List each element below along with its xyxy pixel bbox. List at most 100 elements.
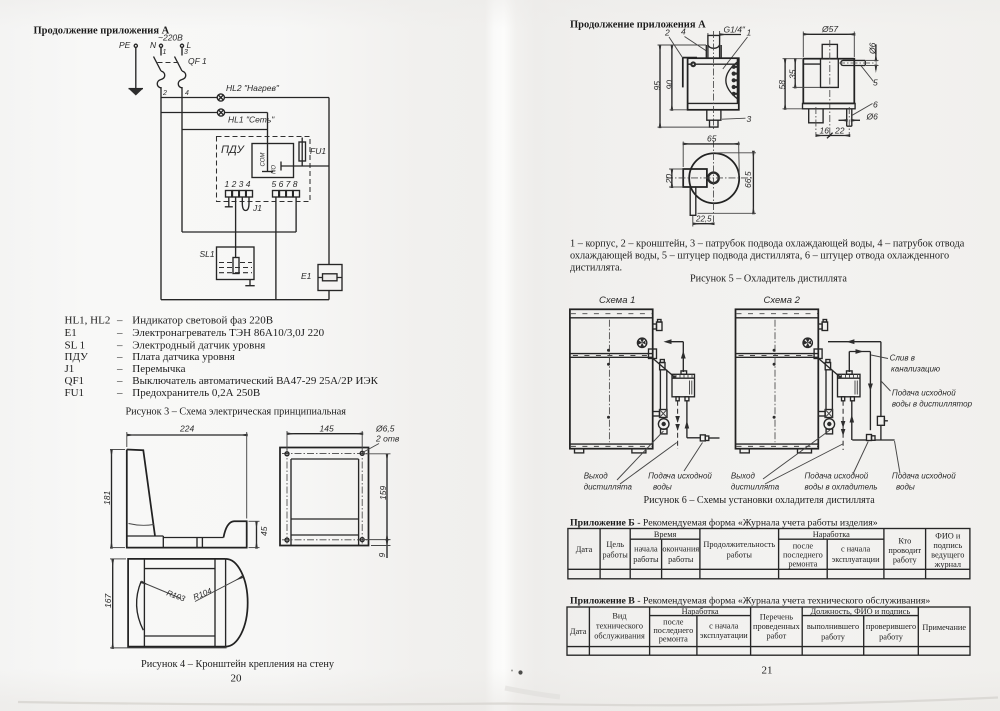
- svg-text:канализацию: канализацию: [891, 365, 940, 374]
- svg-text:технического: технического: [596, 622, 643, 631]
- svg-text:R104: R104: [192, 586, 214, 602]
- svg-text:окончания: окончания: [662, 545, 699, 554]
- svg-text:Продолжение приложения А: Продолжение приложения А: [34, 26, 170, 37]
- svg-text:1 – корпус, 2 – кронштейн, 3 –: 1 – корпус, 2 – кронштейн, 3 – патрубок …: [570, 239, 965, 250]
- svg-text:E1: E1: [301, 271, 312, 281]
- svg-text:работы: работы: [668, 555, 694, 564]
- svg-text:Наработка: Наработка: [813, 530, 850, 539]
- svg-text:проведенных: проведенных: [753, 622, 801, 631]
- svg-text:после: после: [793, 542, 814, 551]
- svg-text:Выход: Выход: [584, 472, 609, 481]
- svg-text:Рисунок 4 – Кронштейн креплени: Рисунок 4 – Кронштейн крепления на стену: [141, 659, 335, 670]
- svg-text:90: 90: [665, 80, 675, 90]
- svg-text:Приложение Б - Рекомендуемая ф: Приложение Б - Рекомендуемая форма «Журн…: [570, 518, 878, 529]
- svg-text:ремонта: ремонта: [659, 635, 688, 644]
- svg-text:9: 9: [377, 553, 387, 558]
- svg-text:работу: работу: [879, 633, 904, 642]
- svg-text:HL1 "Сеть": HL1 "Сеть": [228, 115, 275, 125]
- svg-text:Кто: Кто: [898, 537, 911, 546]
- svg-text:SL 1: SL 1: [65, 339, 86, 351]
- svg-text:2 отв: 2 отв: [375, 434, 400, 444]
- svg-text:–: –: [116, 314, 123, 326]
- svg-text:224: 224: [179, 424, 194, 434]
- svg-text:1: 1: [747, 28, 752, 38]
- svg-text:проводит: проводит: [888, 546, 921, 555]
- svg-text:NO: NO: [272, 165, 278, 174]
- svg-text:Дата: Дата: [576, 545, 593, 554]
- svg-text:Наработка: Наработка: [682, 607, 719, 616]
- svg-text:PE: PE: [119, 40, 131, 50]
- svg-text:Рисунок 3 – Схема электрическа: Рисунок 3 – Схема электрическая принципи…: [126, 407, 347, 418]
- svg-text:FU1: FU1: [310, 146, 326, 156]
- svg-text:~220В: ~220В: [158, 33, 183, 43]
- svg-text:3: 3: [184, 49, 188, 56]
- svg-text:ФИО и: ФИО и: [935, 532, 961, 541]
- svg-text:HL2 "Нагрев": HL2 "Нагрев": [226, 83, 280, 93]
- svg-text:Схема 2: Схема 2: [764, 295, 801, 306]
- svg-text:159: 159: [378, 486, 388, 500]
- svg-text:Ø6,5: Ø6,5: [375, 424, 395, 434]
- svg-text:16: 16: [820, 126, 830, 136]
- svg-text:66,5: 66,5: [743, 171, 753, 188]
- svg-text:начала: начала: [634, 545, 658, 554]
- svg-text:ПДУ: ПДУ: [65, 351, 89, 363]
- svg-text:4: 4: [681, 27, 686, 37]
- svg-text:Ø57: Ø57: [821, 24, 838, 34]
- svg-text:журнал: журнал: [934, 560, 961, 569]
- svg-text:Предохранитель 0,2А 250В: Предохранитель 0,2А 250В: [132, 387, 260, 399]
- svg-text:Выключатель автоматический ВА4: Выключатель автоматический ВА47-29 25А/2…: [132, 375, 378, 387]
- svg-text:G1/4": G1/4": [724, 25, 746, 35]
- svg-text:работы: работы: [727, 551, 753, 560]
- svg-text:Схема 1: Схема 1: [599, 295, 635, 306]
- svg-text:Продолжительность: Продолжительность: [703, 540, 775, 549]
- svg-text:R103: R103: [165, 588, 187, 603]
- svg-text:воды в дистиллятор: воды в дистиллятор: [892, 400, 973, 409]
- svg-text:3: 3: [747, 114, 752, 124]
- svg-text:20: 20: [664, 174, 674, 185]
- svg-text:Рисунок 5 – Охладитель дистилл: Рисунок 5 – Охладитель дистиллята: [690, 274, 847, 285]
- svg-text:воды: воды: [653, 483, 672, 492]
- svg-text:работы: работы: [633, 555, 659, 564]
- svg-text:SL1: SL1: [200, 249, 215, 259]
- svg-text:J1: J1: [65, 363, 75, 375]
- svg-text:ведущего: ведущего: [931, 551, 964, 560]
- svg-text:работу: работу: [821, 633, 846, 642]
- svg-text:дистиллята.: дистиллята.: [570, 263, 622, 274]
- svg-text:подпись: подпись: [933, 541, 962, 550]
- svg-text:ремонта: ремонта: [788, 560, 817, 569]
- svg-text:E1: E1: [65, 327, 77, 339]
- svg-text:QF 1: QF 1: [188, 56, 207, 66]
- svg-text:Ø6: Ø6: [866, 112, 879, 122]
- svg-text:–: –: [116, 363, 123, 375]
- svg-text:2: 2: [664, 28, 670, 38]
- svg-text:22: 22: [834, 126, 845, 136]
- svg-text:167: 167: [103, 594, 113, 608]
- svg-text:работы: работы: [603, 551, 629, 560]
- svg-text:Электродный датчик уровня: Электродный датчик уровня: [132, 339, 265, 351]
- svg-text:воды: воды: [896, 483, 915, 492]
- svg-text:Продолжение приложения А: Продолжение приложения А: [570, 20, 706, 31]
- svg-text:СОМ: СОМ: [261, 153, 267, 167]
- svg-text:95: 95: [652, 81, 662, 91]
- svg-text:4: 4: [185, 90, 189, 97]
- svg-text:Выход: Выход: [731, 472, 756, 481]
- svg-text:Электронагреватель ТЭН 86А10/3: Электронагреватель ТЭН 86А10/3,0J 220: [132, 327, 324, 339]
- svg-text:45: 45: [259, 526, 269, 536]
- svg-text:Рисунок 6 – Схемы установки ох: Рисунок 6 – Схемы установки охладителя д…: [644, 495, 876, 506]
- svg-text:Цель: Цель: [606, 540, 624, 549]
- svg-text:J1: J1: [252, 203, 262, 213]
- svg-text:Подача исходной: Подача исходной: [648, 472, 712, 481]
- svg-text:Подача исходной: Подача исходной: [805, 472, 869, 481]
- svg-text:работ: работ: [767, 632, 787, 641]
- svg-text:Ø6: Ø6: [868, 42, 878, 55]
- svg-text:1: 1: [163, 49, 167, 56]
- svg-text:–: –: [116, 351, 123, 363]
- svg-text:QF1: QF1: [65, 375, 85, 387]
- svg-text:Плата датчика уровня: Плата датчика уровня: [132, 351, 234, 363]
- svg-text:воды в охладитель: воды в охладитель: [805, 483, 878, 492]
- svg-text:5: 5: [873, 78, 878, 88]
- svg-text:N: N: [150, 40, 157, 50]
- svg-text:FU1: FU1: [65, 387, 85, 399]
- svg-text:охлаждающей воды, 5 – штуцер п: охлаждающей воды, 5 – штуцер подвода дис…: [570, 251, 949, 262]
- svg-text:58: 58: [777, 80, 787, 90]
